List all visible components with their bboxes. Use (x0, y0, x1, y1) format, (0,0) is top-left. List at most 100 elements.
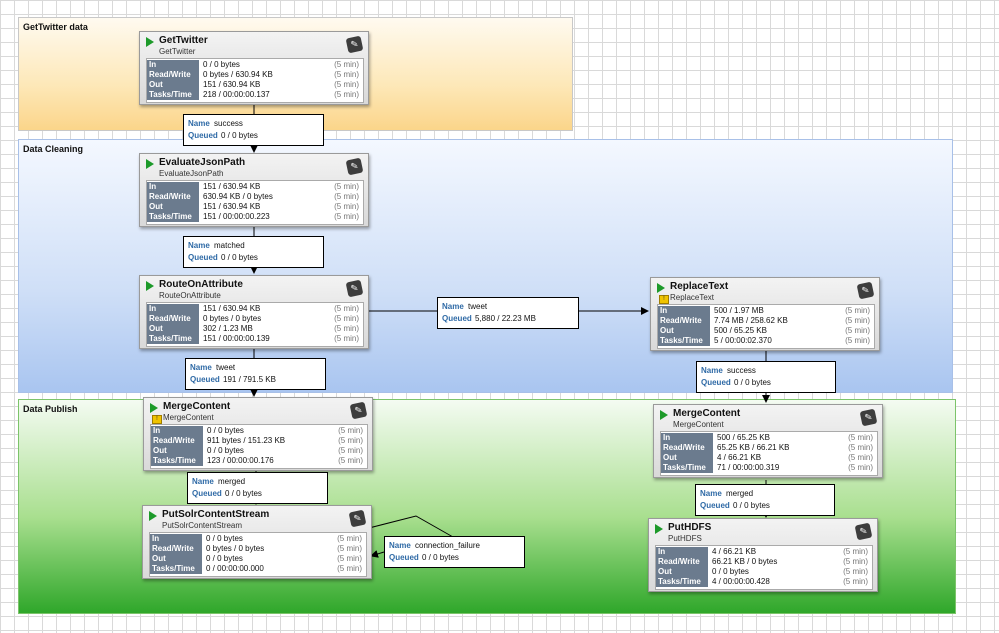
processor-routeonattribute[interactable]: RouteOnAttribute RouteOnAttribute ✎ In 15… (139, 275, 369, 349)
stat-period: (5 min) (845, 336, 870, 345)
connection-merged-hdfs[interactable]: Name merged Queued 0 / 0 bytes (695, 484, 835, 516)
stat-label-rw: Read/Write (151, 436, 203, 446)
stat-tasks: 123 / 00:00:00.176 (207, 456, 274, 465)
stat-rw: 0 bytes / 630.94 KB (203, 70, 273, 79)
conn-name-label: Name (701, 366, 723, 375)
stat-rw: 7.74 MB / 258.62 KB (714, 316, 788, 325)
processor-name: PutHDFS (668, 522, 712, 533)
stat-period: (5 min) (845, 326, 870, 335)
stat-period: (5 min) (338, 436, 363, 445)
conn-name: merged (218, 477, 246, 486)
stat-in: 500 / 65.25 KB (717, 433, 770, 442)
play-icon (660, 410, 668, 420)
stat-period: (5 min) (334, 212, 359, 221)
stat-label-rw: Read/Write (147, 192, 199, 202)
conn-name-label: Name (188, 241, 210, 250)
processor-icon: ✎ (349, 401, 368, 420)
stat-period: (5 min) (848, 453, 873, 462)
processor-icon: ✎ (345, 279, 364, 298)
warning-icon[interactable]: ! (152, 415, 162, 424)
conn-name: success (214, 119, 243, 128)
stat-period: (5 min) (334, 304, 359, 313)
stat-label-tasks: Tasks/Time (661, 463, 713, 473)
processor-type: ReplaceText (670, 293, 715, 302)
stat-period: (5 min) (334, 60, 359, 69)
processor-type: GetTwitter (159, 47, 196, 56)
processor-name: GetTwitter (159, 35, 208, 46)
warning-icon[interactable]: ! (659, 295, 669, 304)
stat-period: (5 min) (338, 426, 363, 435)
conn-queued-label: Queued (700, 501, 730, 510)
stat-label-tasks: Tasks/Time (151, 456, 203, 466)
stat-period: (5 min) (334, 334, 359, 343)
stat-in: 151 / 630.94 KB (203, 304, 261, 313)
stat-rw: 65.25 KB / 66.21 KB (717, 443, 790, 452)
stat-label-rw: Read/Write (147, 70, 199, 80)
processor-name: MergeContent (673, 408, 741, 419)
conn-queued: 0 / 0 bytes (221, 131, 258, 140)
processor-type: RouteOnAttribute (159, 291, 221, 300)
stat-tasks: 4 / 00:00:00.428 (712, 577, 770, 586)
connection-connection-failure[interactable]: Name connection_failure Queued 0 / 0 byt… (384, 536, 525, 568)
conn-name: tweet (468, 302, 488, 311)
processor-name: ReplaceText (670, 281, 729, 292)
processor-putsolrcontentstream[interactable]: PutSolrContentStream PutSolrContentStrea… (142, 505, 372, 579)
stat-tasks: 0 / 00:00:00.000 (206, 564, 264, 573)
stat-period: (5 min) (334, 182, 359, 191)
stat-label-out: Out (661, 453, 713, 463)
conn-queued-label: Queued (389, 553, 419, 562)
connection-tweet-replacetext[interactable]: Name tweet Queued 5,880 / 22.23 MB (437, 297, 579, 329)
conn-queued: 0 / 0 bytes (734, 378, 771, 387)
conn-queued: 0 / 0 bytes (225, 489, 262, 498)
stat-label-rw: Read/Write (656, 557, 708, 567)
stat-label-rw: Read/Write (658, 316, 710, 326)
conn-name: connection_failure (415, 541, 480, 550)
connection-tweet-mergecontent[interactable]: Name tweet Queued 191 / 791.5 KB (185, 358, 326, 390)
stat-in: 500 / 1.97 MB (714, 306, 764, 315)
stat-tasks: 151 / 00:00:00.139 (203, 334, 270, 343)
processor-type: EvaluateJsonPath (159, 169, 224, 178)
processor-name: EvaluateJsonPath (159, 157, 246, 168)
stat-tasks: 151 / 00:00:00.223 (203, 212, 270, 221)
processor-icon: ✎ (856, 281, 875, 300)
connection-merged-solr[interactable]: Name merged Queued 0 / 0 bytes (187, 472, 328, 504)
stat-period: (5 min) (843, 567, 868, 576)
processor-name: PutSolrContentStream (162, 509, 270, 520)
stat-rw: 0 bytes / 0 bytes (206, 544, 265, 553)
group-title: Data Publish (23, 404, 78, 414)
stat-label-out: Out (147, 202, 199, 212)
conn-name-label: Name (188, 119, 210, 128)
conn-name: matched (214, 241, 245, 250)
stat-in: 0 / 0 bytes (206, 534, 243, 543)
stat-in: 0 / 0 bytes (207, 426, 244, 435)
connection-matched[interactable]: Name matched Queued 0 / 0 bytes (183, 236, 324, 268)
processor-type: MergeContent (673, 420, 724, 429)
conn-name: success (727, 366, 756, 375)
stat-period: (5 min) (337, 554, 362, 563)
stat-period: (5 min) (334, 80, 359, 89)
stat-period: (5 min) (334, 90, 359, 99)
stat-label-out: Out (147, 80, 199, 90)
connection-success[interactable]: Name success Queued 0 / 0 bytes (183, 114, 324, 146)
connection-success-mergecontent[interactable]: Name success Queued 0 / 0 bytes (696, 361, 836, 393)
stat-rw: 630.94 KB / 0 bytes (203, 192, 273, 201)
stat-out: 4 / 66.21 KB (717, 453, 762, 462)
stat-period: (5 min) (334, 192, 359, 201)
stat-period: (5 min) (843, 577, 868, 586)
stat-label-in: In (147, 60, 199, 70)
stat-label-in: In (147, 304, 199, 314)
stat-label-tasks: Tasks/Time (150, 564, 202, 574)
processor-name: RouteOnAttribute (159, 279, 243, 290)
processor-icon: ✎ (345, 157, 364, 176)
